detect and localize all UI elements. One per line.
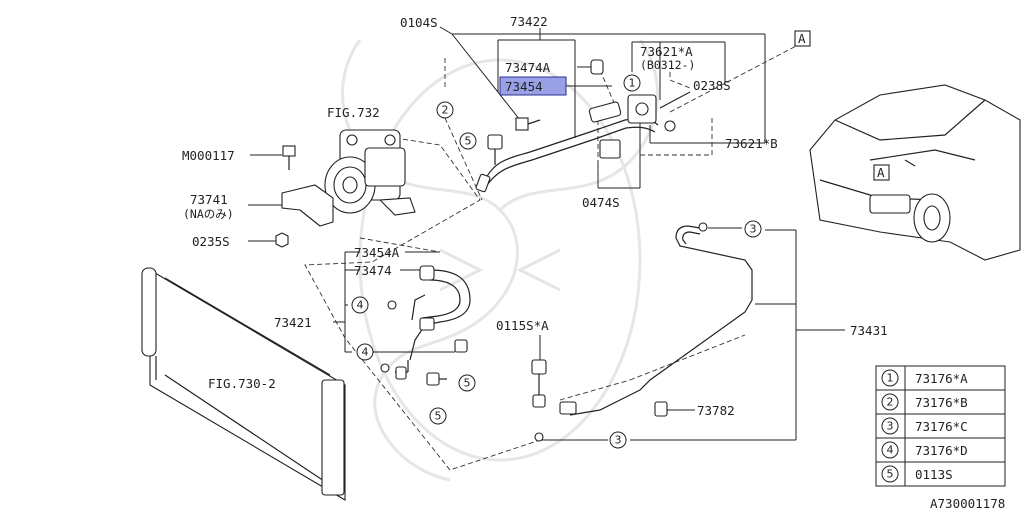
label-73431: 73431: [850, 323, 888, 338]
bolt-upper-left: [487, 134, 503, 165]
legend-part-1: 73176*A: [915, 371, 968, 386]
label-73474: 73474: [354, 263, 392, 278]
condenser: [141, 267, 346, 501]
label-fig730-2[interactable]: FIG.730-2: [208, 376, 276, 391]
callout-3-upper: 3: [750, 223, 757, 236]
bolt-0104s: [515, 117, 541, 131]
legend-num-5: 5: [887, 468, 894, 481]
legend-part-4: 73176*D: [915, 443, 968, 458]
view-marker-a-vehicle: A: [877, 165, 885, 180]
callout-3-lower: 3: [615, 434, 622, 447]
callout-2: 2: [442, 104, 449, 117]
label-73621b: 73621*B: [725, 136, 778, 151]
label-m000117: M000117: [182, 148, 235, 163]
callout-5-upper: 5: [465, 135, 472, 148]
lower-hose-73421: [395, 265, 471, 386]
label-73621a: 73621*A: [640, 44, 693, 59]
legend-num-2: 2: [887, 396, 894, 409]
pipe-73431: [559, 222, 753, 417]
leader-lines: [248, 26, 845, 441]
part-labels: 0104S 73422 73474A 73454 73621*A (B0312-…: [182, 14, 1005, 511]
label-73422: 73422: [510, 14, 548, 29]
label-73782: 73782: [697, 403, 735, 418]
clip-0238s: [664, 120, 676, 132]
label-73741: 73741: [190, 192, 228, 207]
nut-0235s: [275, 232, 289, 248]
label-73454[interactable]: 73454: [505, 79, 543, 94]
view-marker-a-top: A: [798, 31, 806, 46]
label-b0312: (B0312-): [640, 58, 695, 72]
view-markers: A A: [794, 30, 890, 181]
legend-table: 1 73176*A 2 73176*B 3 73176*C 4 73176*D …: [875, 365, 1006, 487]
bolt-m000117: [282, 145, 296, 170]
vehicle-view: [809, 84, 1021, 261]
dashed-lines: [304, 44, 909, 471]
valve-0115sa: [531, 359, 547, 442]
label-0474s: 0474S: [582, 195, 620, 210]
label-0104s: 0104S: [400, 15, 438, 30]
legend-num-3: 3: [887, 420, 894, 433]
highlight-73454: [499, 76, 567, 96]
label-0238s: 0238S: [693, 78, 731, 93]
cap-73474a: [590, 59, 604, 75]
legend-part-2: 73176*B: [915, 395, 968, 410]
label-na-only: (NAのみ): [183, 207, 234, 221]
legend-num-1: 1: [887, 372, 894, 385]
legend-num-4: 4: [887, 444, 894, 457]
label-fig732[interactable]: FIG.732: [327, 105, 380, 120]
callout-1: 1: [629, 77, 636, 90]
legend-part-5: 0113S: [915, 467, 953, 482]
label-0115sa: 0115S*A: [496, 318, 549, 333]
legend-part-3: 73176*C: [915, 419, 968, 434]
callouts: 1 2 5 3 4 4 5 5 3: [351, 74, 762, 449]
label-73454a: 73454A: [354, 245, 400, 260]
bracket-73741: [281, 184, 334, 227]
callout-5-lower: 5: [435, 410, 442, 423]
label-0235s: 0235S: [192, 234, 230, 249]
label-73474a: 73474A: [505, 60, 551, 75]
callout-4-upper: 4: [357, 299, 364, 312]
compressor: [324, 129, 416, 216]
upper-hose-73454: [475, 94, 659, 193]
callout-5-right: 5: [464, 377, 471, 390]
drawing-code: A730001178: [930, 496, 1005, 511]
callout-4-lower: 4: [362, 346, 369, 359]
label-73421: 73421: [274, 315, 312, 330]
